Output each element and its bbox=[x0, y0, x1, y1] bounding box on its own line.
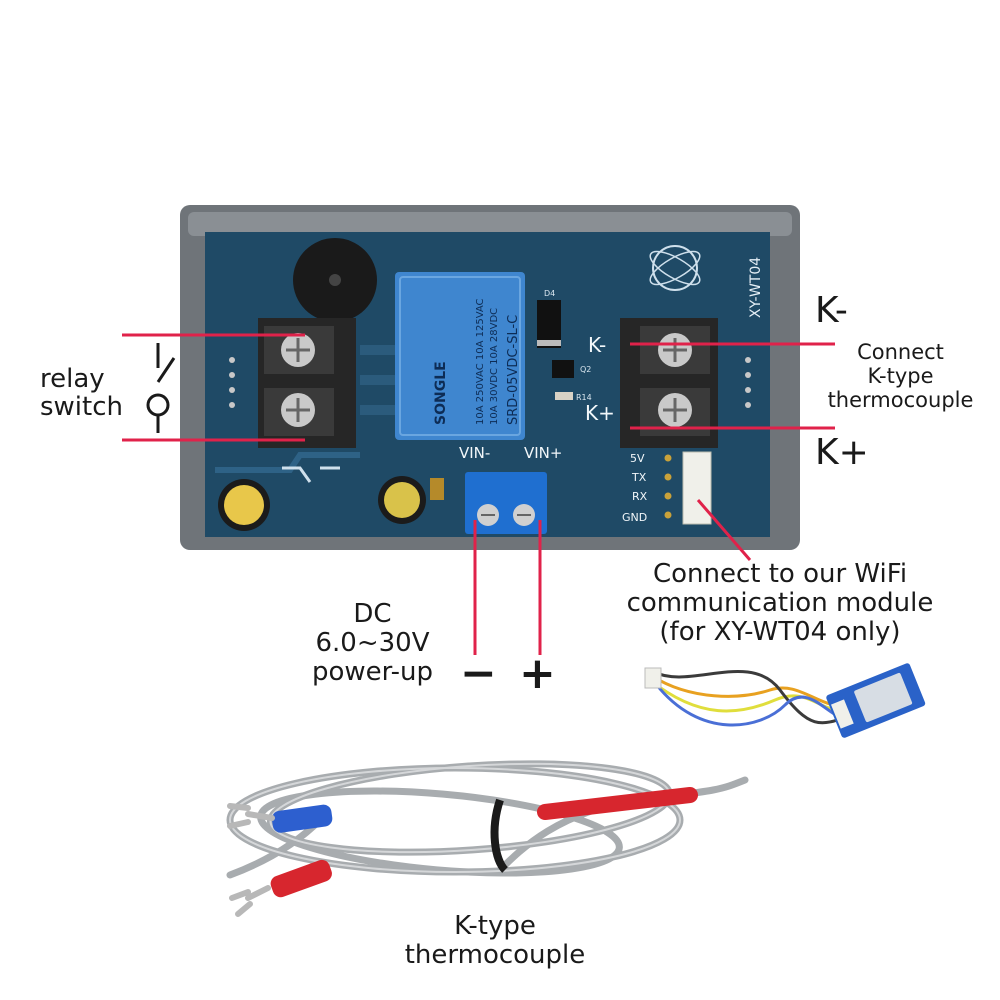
silk-vin-minus: VIN- bbox=[459, 444, 490, 462]
relay-switch-line2: switch bbox=[40, 392, 124, 422]
relay-body bbox=[395, 272, 525, 440]
pcb-trace bbox=[360, 345, 400, 415]
relay-switch-symbol bbox=[146, 343, 176, 433]
thermo-connect-line2: K-type bbox=[867, 364, 934, 388]
jst-connector bbox=[682, 451, 712, 525]
dc-line3: power-up bbox=[311, 657, 434, 687]
thermocouple-probe-photo bbox=[226, 760, 749, 917]
silk-k-minus: K- bbox=[588, 333, 606, 357]
dc-line2: 6.0~30V bbox=[315, 628, 430, 658]
relay-brand: SONGLE bbox=[433, 361, 449, 425]
cable-clip bbox=[490, 798, 509, 873]
relay-edge bbox=[399, 276, 521, 436]
callout-lines bbox=[122, 333, 835, 655]
relay-terminal-block bbox=[258, 318, 356, 448]
thermo-connect-line3: thermocouple bbox=[827, 388, 974, 412]
probe-line2: thermocouple bbox=[404, 940, 586, 970]
wifi-line3: (for XY-WT04 only) bbox=[659, 617, 901, 647]
blue-spade-terminal bbox=[227, 803, 333, 833]
buzzer-hole bbox=[329, 274, 341, 286]
k-plus-label: K+ bbox=[815, 432, 869, 473]
capacitor-top bbox=[224, 485, 264, 525]
capacitor-top bbox=[384, 482, 420, 518]
pin-gnd: GND bbox=[622, 511, 647, 524]
wifi-line1: Connect to our WiFi bbox=[652, 559, 908, 589]
diode-band bbox=[537, 340, 561, 346]
wifi-callout bbox=[696, 499, 752, 561]
relay-rating-1: 10A 250VAC 10A 125VAC bbox=[475, 298, 486, 425]
plus-sign: + bbox=[519, 648, 556, 699]
wifi-module-photo bbox=[644, 663, 926, 738]
thermocouple-terminal-block bbox=[620, 318, 718, 448]
dc-line1: DC bbox=[353, 599, 392, 629]
wifi-module-connector bbox=[831, 699, 854, 729]
probe-line1: K-type bbox=[454, 911, 536, 941]
probe-label: K-type thermocouple bbox=[370, 912, 620, 970]
k-minus-label: K- bbox=[815, 290, 848, 331]
wifi-line2: communication module bbox=[626, 588, 934, 618]
smd-capacitor bbox=[430, 478, 444, 500]
wifi-module-label: Connect to our WiFi communication module… bbox=[575, 560, 985, 647]
power-terminal-housing bbox=[465, 472, 547, 534]
silk-q2: Q2 bbox=[580, 365, 591, 374]
pin-rx: RX bbox=[632, 490, 648, 503]
transistor-q2 bbox=[552, 360, 574, 378]
resistor-r14 bbox=[555, 392, 573, 400]
relay-switch-line1: relay bbox=[40, 364, 105, 394]
uart-header bbox=[664, 451, 712, 525]
relay-switch-label: relay switch bbox=[40, 365, 123, 421]
relay-model: SRD-05VDC-SL-C bbox=[506, 315, 521, 425]
case-top-rim bbox=[188, 212, 792, 236]
red-spade-terminal bbox=[229, 859, 332, 917]
probe-red-sleeve bbox=[537, 787, 698, 820]
silk-r14: R14 bbox=[576, 393, 592, 402]
thermocouple-connect-label: Connect K-type thermocouple bbox=[808, 340, 993, 412]
silk-vin-plus: VIN+ bbox=[524, 444, 562, 462]
wifi-module-shield bbox=[854, 673, 913, 723]
silk-d4: D4 bbox=[544, 289, 555, 298]
relay-rating-2: 10A 30VDC 10A 28VDC bbox=[489, 308, 500, 425]
pin-5v: 5V bbox=[630, 452, 645, 465]
side-header-pins bbox=[229, 357, 751, 408]
relay-silk-symbol bbox=[282, 466, 340, 483]
model-silkscreen: XY-WT04 bbox=[748, 257, 764, 318]
pin-tx: TX bbox=[631, 471, 647, 484]
thermo-connect-line1: Connect bbox=[857, 340, 944, 364]
relay: SONGLE 10A 250VAC 10A 125VAC 10A 30VDC 1… bbox=[395, 272, 525, 440]
silk-k-plus: K+ bbox=[585, 401, 615, 425]
power-screw-terminal bbox=[465, 472, 547, 534]
pcb-trace bbox=[215, 452, 360, 473]
dc-power-label: DC 6.0~30V power-up bbox=[290, 600, 455, 687]
minus-sign: − bbox=[460, 648, 497, 699]
brand-logo bbox=[649, 245, 701, 291]
